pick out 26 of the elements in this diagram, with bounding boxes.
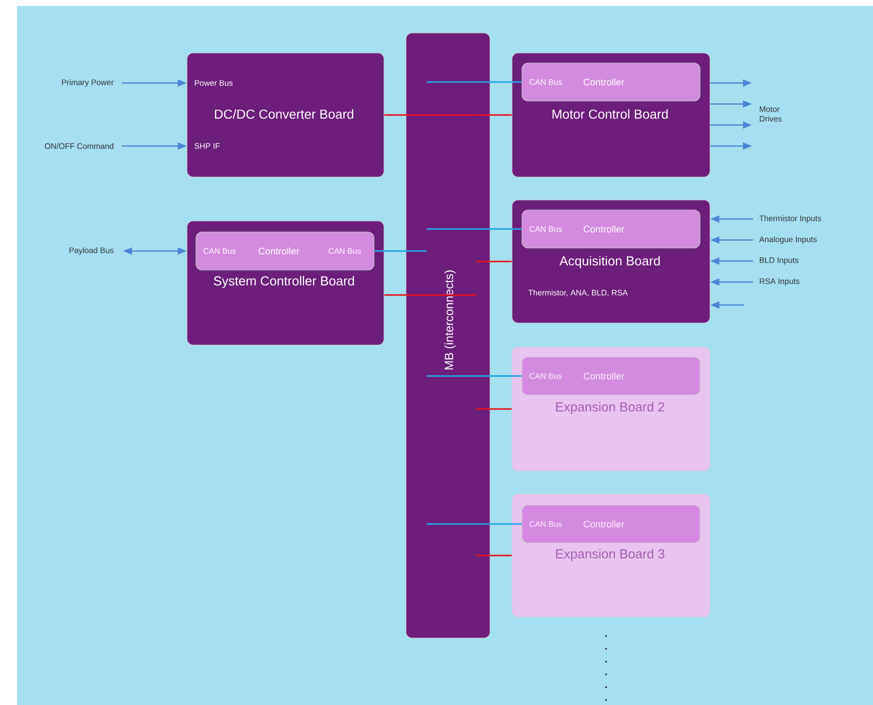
bus-line — [384, 294, 476, 296]
circuit-board: Power Bus DC/DC Converter Board SHP IF — [186, 52, 384, 178]
bus-line — [374, 250, 427, 252]
signal-label: ON/OFF Command — [44, 143, 114, 149]
controller-strip: CAN Bus Controller — [522, 504, 700, 544]
signal-label: BLD Inputs — [760, 257, 798, 265]
signal-label: RSA Inputs — [760, 278, 800, 286]
bus-line — [476, 260, 512, 262]
backplane: MB (interconnects) — [406, 32, 490, 638]
bus-line — [476, 114, 512, 116]
bus-line — [476, 554, 512, 556]
signal-label: Payload Bus — [70, 247, 114, 255]
signal-label: Analogue Inputs — [759, 236, 817, 244]
signal-label: Primary Power — [62, 79, 114, 87]
bus-line — [426, 228, 522, 230]
signal-label: Motor Drives — [760, 106, 782, 122]
bus-line — [426, 523, 522, 525]
signal-label: Thermistor Inputs — [759, 215, 822, 223]
bus-line — [426, 375, 522, 377]
bus-line — [426, 81, 522, 83]
controller-strip: CAN Bus Controller CAN Bus — [196, 232, 374, 270]
bus-line — [384, 114, 476, 116]
controller-strip: CAN Bus Controller — [522, 62, 700, 102]
controller-strip: CAN Bus Controller — [522, 210, 700, 248]
controller-strip: CAN Bus Controller — [522, 356, 700, 396]
bus-line — [476, 408, 512, 410]
